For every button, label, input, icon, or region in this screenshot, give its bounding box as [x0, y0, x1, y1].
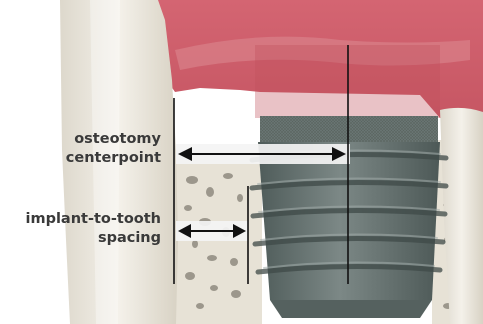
implant-to-tooth-spacing-label-line2: spacing [25, 229, 161, 248]
osteotomy-centerpoint-label-line1: osteotomy [66, 130, 161, 149]
implant-to-tooth-spacing-label-line1: implant-to-tooth [25, 210, 161, 229]
osteotomy-centerpoint-label-line2: centerpoint [66, 149, 161, 168]
implant-to-tooth-spacing-label: implant-to-tooth spacing [25, 210, 161, 248]
osteotomy-centerpoint-label: osteotomy centerpoint [66, 130, 161, 168]
